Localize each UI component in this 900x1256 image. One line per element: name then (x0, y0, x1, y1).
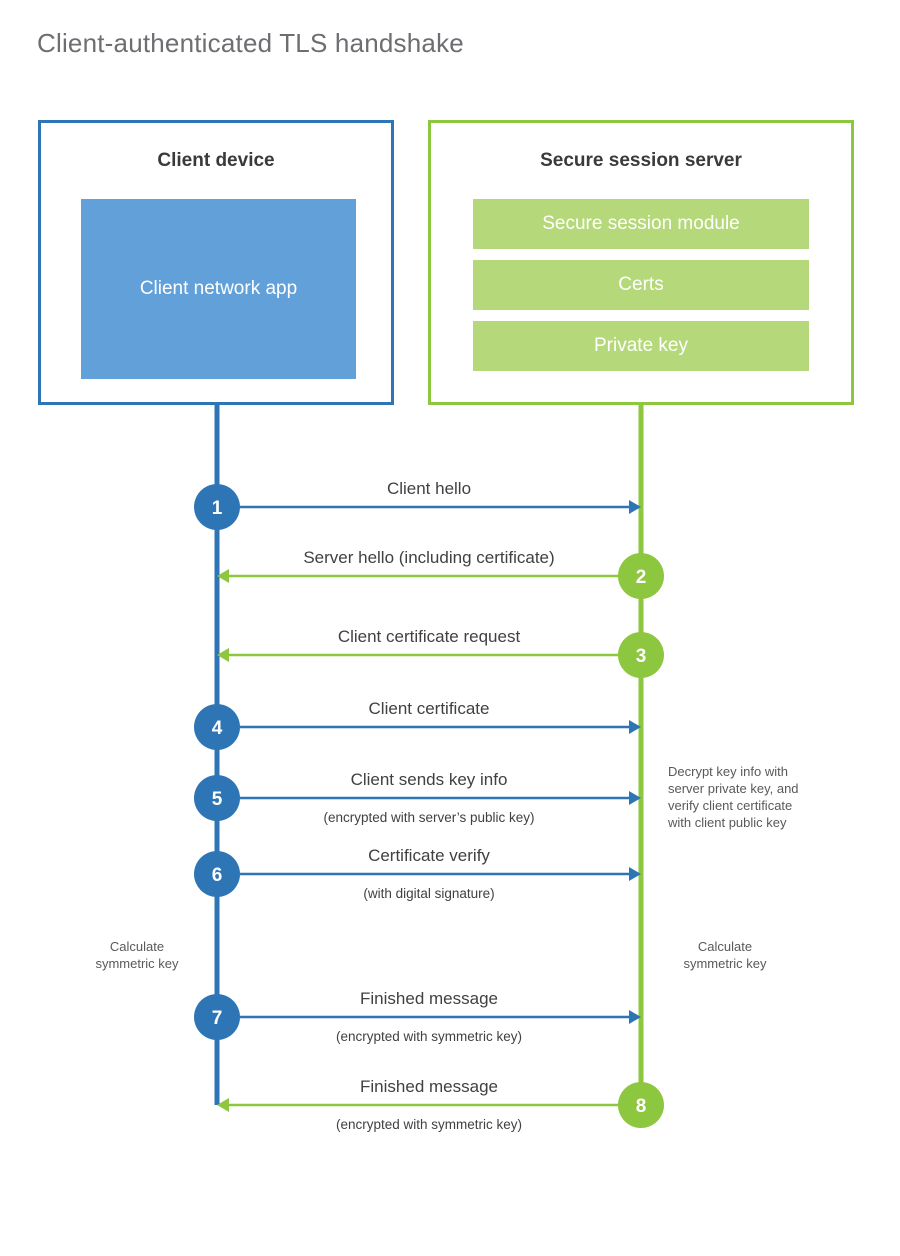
message-step-5[interactable]: 5 Client sends key info (encrypted with se… (194, 770, 641, 825)
step-label-5: Client sends key info (351, 770, 508, 789)
note-server-decrypt-line-3: verify client certificate (668, 798, 792, 813)
note-server-decrypt: Decrypt key info with server private key,… (667, 764, 799, 830)
client-device-title: Client device (157, 150, 275, 171)
server-component-certs: Certs (473, 260, 809, 310)
arrow-head (217, 1098, 229, 1112)
message-step-6[interactable]: 6 Certificate verify (with digital signatu… (194, 846, 641, 901)
message-step-4[interactable]: 4 Client certificate (194, 699, 641, 750)
arrow-head (629, 791, 641, 805)
step-number-4: 4 (212, 718, 223, 739)
arrow-head (629, 867, 641, 881)
step-node-8[interactable] (618, 1082, 664, 1128)
message-step-3[interactable]: 3 Client certificate request (217, 627, 664, 678)
message-step-1[interactable]: 1 Client hello (194, 479, 641, 530)
arrow-head (629, 720, 641, 734)
note-server-decrypt-line-2: server private key, and (668, 781, 799, 796)
step-number-2: 2 (636, 567, 647, 588)
secure-session-server-box: Secure session server Secure session mod… (428, 120, 854, 405)
secure-session-server-title: Secure session server (540, 150, 742, 171)
arrow-head (629, 1010, 641, 1024)
arrow-head (217, 569, 229, 583)
step-node-5[interactable] (194, 775, 240, 821)
step-number-7: 7 (212, 1008, 223, 1029)
step-node-4[interactable] (194, 704, 240, 750)
step-number-1: 1 (212, 498, 223, 519)
step-node-6[interactable] (194, 851, 240, 897)
step-label-3: Client certificate request (338, 627, 521, 646)
message-step-7[interactable]: 7 Finished message (encrypted with symmetr… (194, 989, 641, 1044)
note-client-calculate: Calculate symmetric key (95, 939, 179, 971)
step-label-2: Server hello (including certificate) (303, 548, 554, 567)
step-label-7: Finished message (360, 989, 498, 1008)
step-sublabel-5: (encrypted with server’s public key) (323, 810, 534, 825)
server-component-private-key: Private key (473, 321, 809, 371)
client-device-box: Client device Client network app (38, 120, 394, 405)
note-client-calculate-line-1: Calculate (110, 939, 164, 954)
step-sublabel-6: (with digital signature) (363, 886, 494, 901)
message-step-2[interactable]: 2 Server hello (including certificate) (217, 548, 664, 599)
step-number-5: 5 (212, 789, 223, 810)
step-label-4: Client certificate (369, 699, 490, 718)
client-network-app-box: Client network app (81, 199, 356, 379)
note-server-decrypt-line-1: Decrypt key info with (668, 764, 788, 779)
step-node-3[interactable] (618, 632, 664, 678)
step-sublabel-7: (encrypted with symmetric key) (336, 1029, 522, 1044)
note-server-decrypt-line-4: with client public key (667, 815, 787, 830)
step-node-2[interactable] (618, 553, 664, 599)
step-number-3: 3 (636, 646, 647, 667)
page-title: Client-authenticated TLS handshake (37, 28, 464, 58)
step-label-1: Client hello (387, 479, 471, 498)
server-component-list: Secure session module Certs Private key (473, 199, 809, 382)
message-step-8[interactable]: 8 Finished message (encrypted with symmetr… (217, 1077, 664, 1132)
step-node-1[interactable] (194, 484, 240, 530)
step-number-6: 6 (212, 865, 223, 886)
arrow-head (217, 648, 229, 662)
arrow-head (629, 500, 641, 514)
step-node-7[interactable] (194, 994, 240, 1040)
note-server-calculate-line-1: Calculate (698, 939, 752, 954)
message-arrows: 1 Client hello 2 Server hello (including ce… (194, 479, 664, 1132)
step-sublabel-8: (encrypted with symmetric key) (336, 1117, 522, 1132)
step-label-8: Finished message (360, 1077, 498, 1096)
note-server-calculate: Calculate symmetric key (683, 939, 767, 971)
note-server-calculate-line-2: symmetric key (683, 956, 767, 971)
step-number-8: 8 (636, 1096, 647, 1117)
note-client-calculate-line-2: symmetric key (95, 956, 179, 971)
step-label-6: Certificate verify (368, 846, 490, 865)
server-component-secure-session-module: Secure session module (473, 199, 809, 249)
side-notes: Decrypt key info with server private key,… (95, 764, 798, 971)
